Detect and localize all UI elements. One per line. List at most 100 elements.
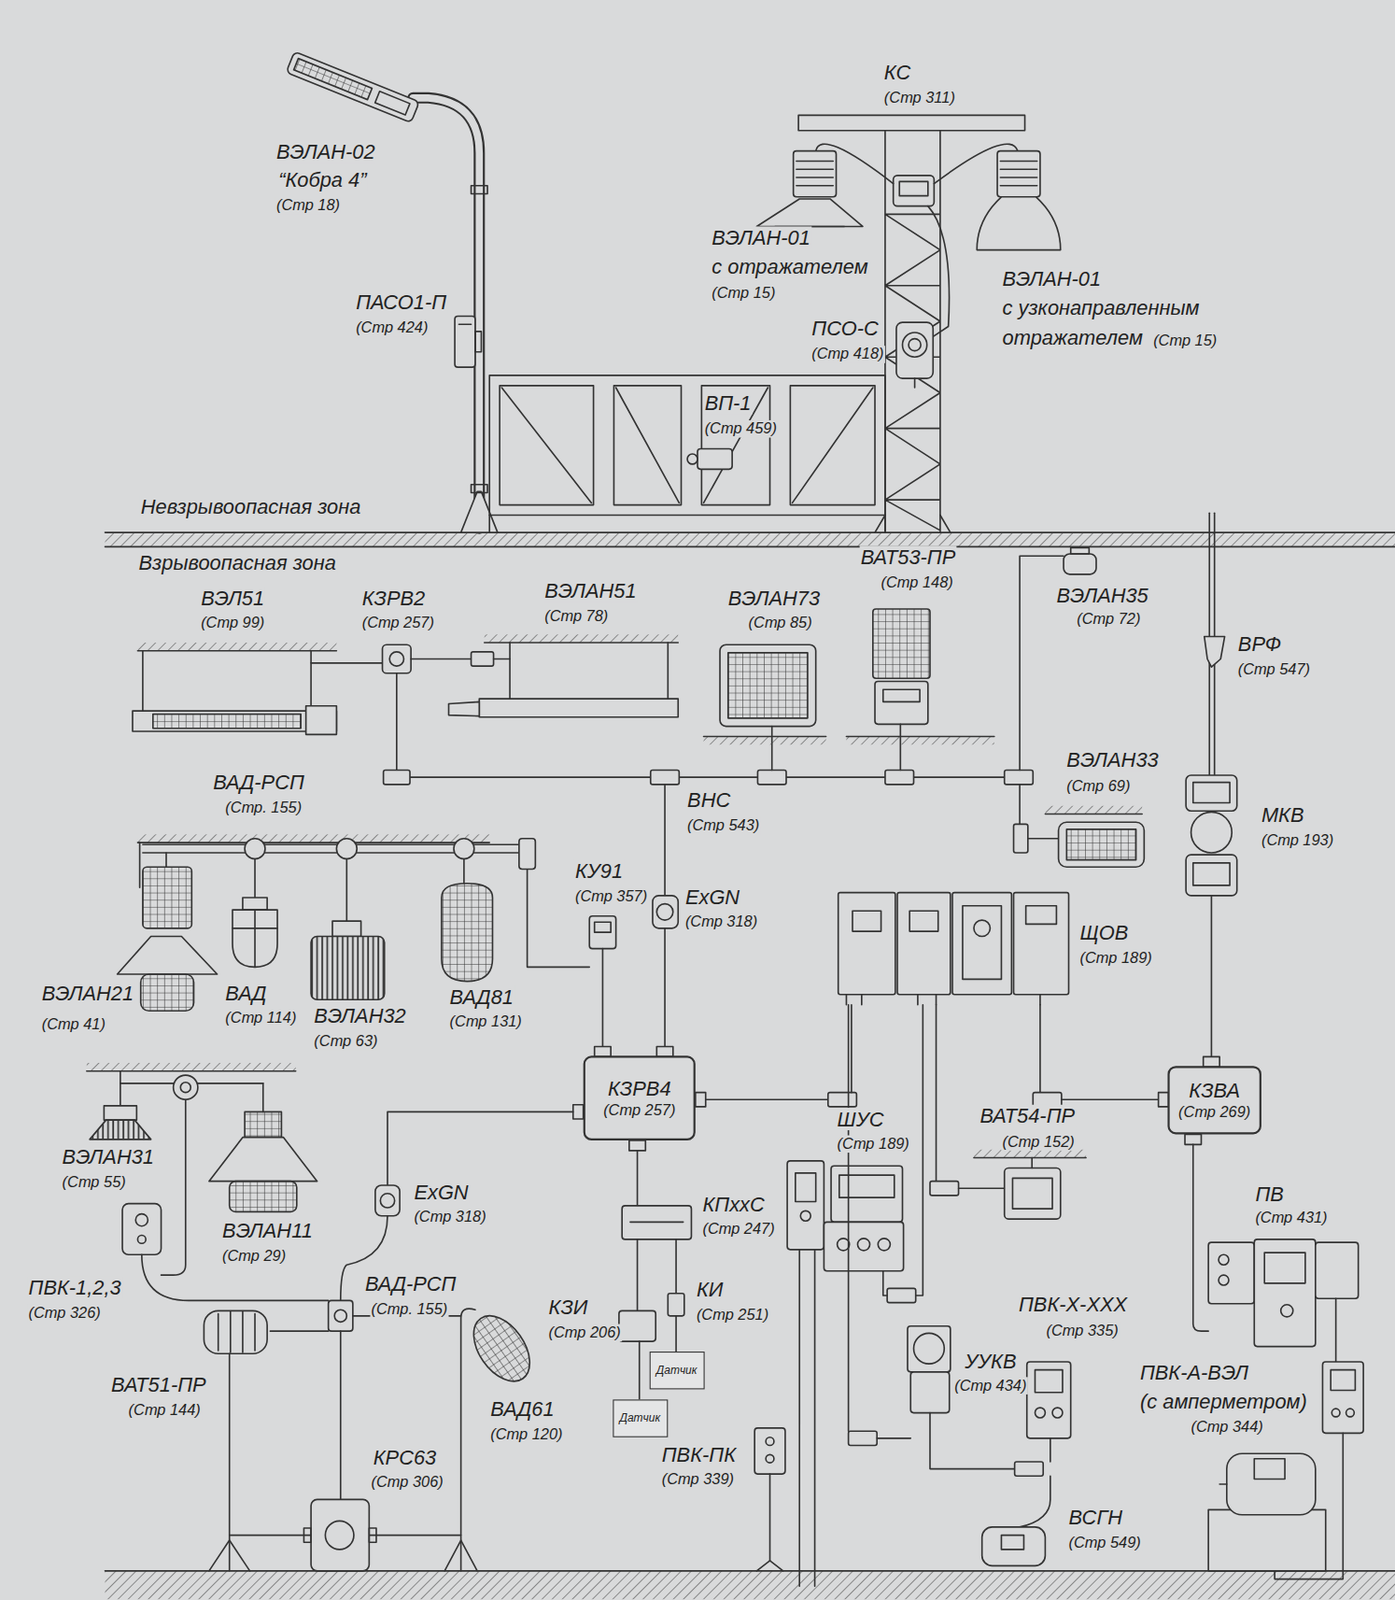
control-box-shus-part: [887, 1287, 916, 1302]
linear-lamp-vel51-part: [310, 650, 312, 711]
lamp-velan11: [209, 1083, 318, 1212]
part-name: ВЭЛАН35: [1055, 584, 1150, 607]
lighting-mast-part: [874, 515, 951, 534]
conduit-vad-rsp-part: [336, 838, 357, 860]
page-reference: (Стр 15): [1152, 332, 1218, 350]
lighting-mast-part: [885, 130, 941, 533]
page-reference: (Стр 206): [547, 1324, 621, 1341]
lamp-velan21-part: [117, 936, 218, 974]
cable-to-vat54-part: [935, 1004, 938, 1182]
control-post-mkv-part: [1185, 854, 1238, 896]
terminal-box-kpxxc-part: [621, 1205, 691, 1240]
part-name: ВЭЛАН31: [61, 1144, 156, 1168]
starter-pv-part: [1218, 1254, 1229, 1265]
siren-light: [896, 322, 933, 388]
lamp-vad61-part: [461, 1308, 476, 1571]
sensor-box: Датчик: [648, 1351, 705, 1389]
floodlight-vat51-part: [218, 1310, 255, 1353]
cable-to-kzva-part: [1061, 1098, 1159, 1100]
lighting-mast-part: [893, 175, 935, 207]
electric-motor-part: [1226, 1452, 1316, 1515]
part-name: ПВК-А-ВЭЛ: [1139, 1360, 1250, 1383]
street-light-pole-part-part: [375, 91, 410, 115]
page-reference: (Стр. 155): [224, 799, 303, 817]
page-reference: (Стр 120): [489, 1425, 564, 1443]
conduit-vad-rsp: [137, 833, 536, 888]
conduit-vad-rsp-part: [137, 841, 490, 844]
control-post-pvk-part: [1027, 1361, 1071, 1438]
linear-lamp-vel51-part: [137, 649, 337, 652]
part-name: ШУС: [836, 1107, 886, 1130]
gas-sensor-vsgn-part: [1000, 1535, 1024, 1550]
ceiling-lower-left-part: [86, 1062, 296, 1071]
panel-shchov-part: [852, 910, 882, 931]
part-name: ВАТ54-ПР: [978, 1104, 1076, 1128]
page-reference: (Стр 148): [879, 574, 954, 592]
street-light-pole: [285, 51, 497, 533]
page-reference: (Стр 131): [449, 1012, 523, 1029]
lamp-vad61-part: [368, 1534, 461, 1536]
junction-box-kzrv2-part: [471, 651, 494, 666]
conduit-vad-rsp-part: [453, 838, 475, 860]
linear-lamp-vel51-part: [306, 705, 338, 735]
solar-light-vat53-part: [845, 735, 994, 745]
solar-light-vat53-part: [874, 681, 929, 725]
junction-box-kzrv4-glands-part: [629, 1140, 646, 1151]
siren-uukv-part: [930, 1412, 1015, 1469]
box-kzi-part: [619, 1310, 656, 1341]
zone-boundary-part: [104, 531, 1395, 534]
lamp-vad-part: [253, 859, 256, 898]
lamp-velan31-part: [119, 1070, 122, 1106]
junction-vad-rsp-part: [328, 1299, 353, 1331]
ceiling-lower-left-part: [180, 1082, 191, 1093]
control-box-shus: [787, 1004, 923, 1586]
control-post-pvk-pk-part: [765, 1453, 775, 1463]
lamp-velan33-part: [1044, 805, 1142, 815]
linear-lamp-velan51-part: [484, 641, 678, 644]
page-reference: (Стр 72): [1075, 610, 1142, 628]
cable-entry-ku91-part: [602, 948, 605, 1047]
starter-pv-part: [1193, 1143, 1209, 1331]
emergency-sign-box-part: [454, 316, 476, 368]
page-reference: (Стр 114): [224, 1009, 297, 1027]
page-reference: (Стр 424): [354, 319, 429, 337]
lamp-vad61-part: [444, 1539, 478, 1571]
page-reference: (Стр 99): [199, 613, 266, 631]
cable-to-shus-part: [828, 1092, 858, 1107]
gate-part: [488, 515, 491, 534]
starter-pv-part: [1315, 1241, 1359, 1298]
node-title: Датчик: [656, 1363, 698, 1377]
siren-light-part: [896, 322, 933, 379]
control-post-pvk123-part: [122, 1203, 161, 1255]
control-post-mkv-part: [1191, 811, 1233, 853]
page-reference: (Стр 434): [953, 1376, 1028, 1394]
siren-light-part: [908, 338, 921, 352]
lamp-velan11-part: [209, 1137, 318, 1182]
cable-to-vat54-part: [973, 1149, 1086, 1158]
ceiling-lower-left: [86, 1062, 296, 1100]
linear-lamp-velan51-part: [449, 701, 480, 716]
junction-box-kzrv2-part: [389, 651, 404, 666]
lamp-vad-part: [232, 909, 278, 967]
cable-main-part: [383, 770, 410, 785]
high-bay-lamp-narrow: [976, 151, 1061, 251]
part-name: КЗИ: [547, 1295, 589, 1318]
lamp-velan31-part: [103, 1105, 137, 1120]
limit-switch-part: [687, 453, 698, 465]
gas-sensor-vsgn: [982, 1526, 1046, 1565]
cable-to-kzva-part: [1039, 1004, 1042, 1093]
control-post-mkv-part: [1211, 895, 1213, 1057]
emergency-sign-box: [454, 316, 481, 368]
linear-lamp-vel51-part: [310, 662, 382, 664]
node-title: КЗВА: [1188, 1079, 1240, 1103]
high-bay-lamp-reflector: [756, 151, 863, 227]
page-reference: (Стр 418): [810, 345, 885, 363]
lamp-vad81: [441, 859, 494, 982]
page-reference: (Стр 431): [1254, 1209, 1328, 1226]
part-name: ПАСО1-П: [354, 290, 448, 313]
part-name: ВАД-РСП: [211, 771, 306, 794]
terminal-box-kpxxc-part: [675, 1239, 677, 1294]
part-name: КИ: [695, 1277, 725, 1300]
page-reference: (Стр 339): [661, 1470, 735, 1488]
page-reference: (Стр 357): [574, 887, 649, 905]
